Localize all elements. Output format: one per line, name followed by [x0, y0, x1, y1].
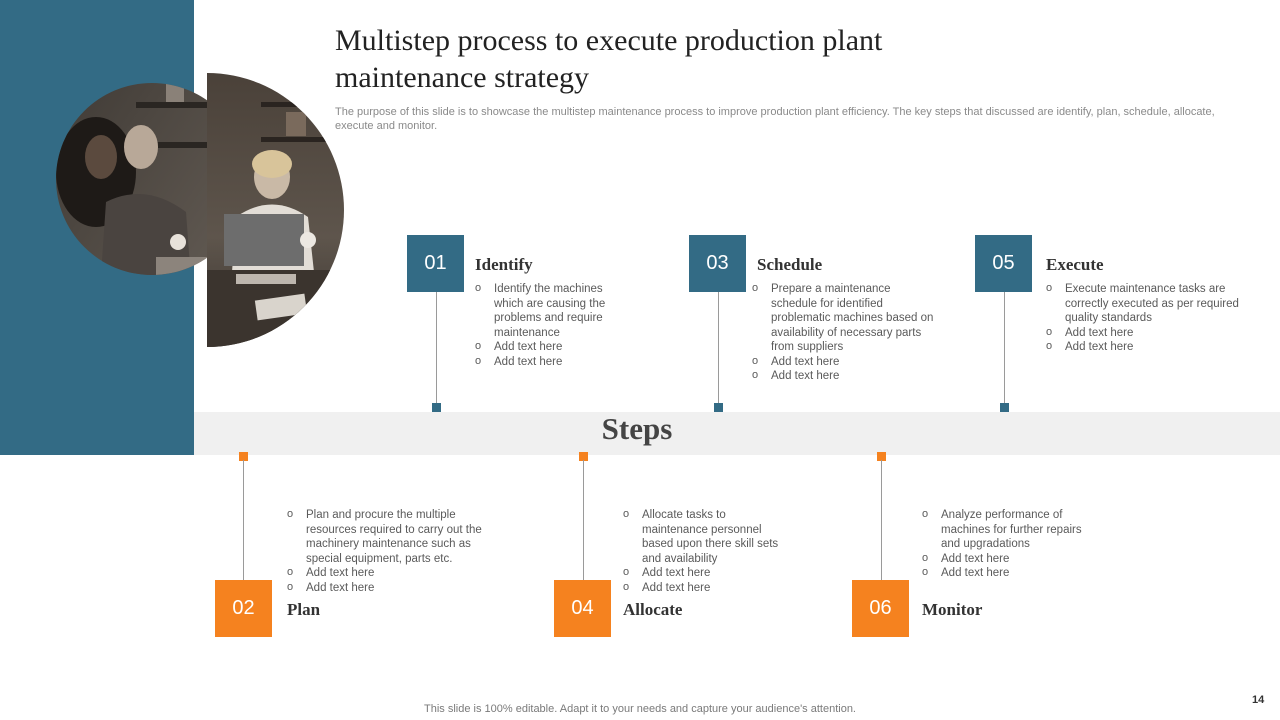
- step-title: Execute: [1046, 255, 1104, 274]
- connector-dot: [1000, 403, 1009, 412]
- step-number-badge: 05: [975, 235, 1032, 292]
- step-title: Allocate: [623, 600, 683, 619]
- bullet-item: Identify the machines which are causing …: [475, 281, 625, 340]
- page-title: Multistep process to execute production …: [335, 24, 883, 94]
- step-number-badge: 01: [407, 235, 464, 292]
- meeting-photo: [56, 42, 346, 348]
- connector-dot: [714, 403, 723, 412]
- step-number-badge: 03: [689, 235, 746, 292]
- bullet-item: Prepare a maintenance schedule for ident…: [752, 281, 937, 355]
- bullet-item: Add text here: [623, 565, 783, 581]
- step-number-badge: 06: [852, 580, 909, 637]
- bullet-item: Add text here: [287, 580, 492, 596]
- bullet-item: Add text here: [475, 354, 625, 370]
- connector-line: [436, 292, 437, 404]
- connector-dot: [239, 452, 248, 461]
- steps-label: Steps: [601, 411, 673, 446]
- step-title: Monitor: [922, 600, 983, 619]
- step-bullets: Analyze performance of machines for furt…: [922, 507, 1102, 581]
- bullet-item: Add text here: [475, 339, 625, 355]
- bullet-item: Add text here: [752, 368, 937, 384]
- bullet-item: Execute maintenance tasks are correctly …: [1046, 281, 1261, 326]
- steps-band: [194, 412, 1280, 455]
- footer-note: This slide is 100% editable. Adapt it to…: [424, 703, 856, 715]
- step-bullets: Plan and procure the multiple resources …: [287, 507, 492, 596]
- step-bullets: Identify the machines which are causing …: [475, 281, 625, 370]
- bullet-item: Add text here: [623, 580, 783, 596]
- connector-dot: [877, 452, 886, 461]
- page-subtitle: The purpose of this slide is to showcase…: [335, 106, 1215, 132]
- step-title: Plan: [287, 600, 321, 619]
- connector-line: [243, 460, 244, 580]
- bullet-item: Add text here: [1046, 325, 1261, 341]
- step-title: Identify: [475, 255, 533, 274]
- connector-line: [1004, 292, 1005, 404]
- bullet-item: Add text here: [287, 565, 492, 581]
- step-number-badge: 02: [215, 580, 272, 637]
- connector-line: [718, 292, 719, 404]
- step-bullets: Execute maintenance tasks are correctly …: [1046, 281, 1261, 355]
- step-number-badge: 04: [554, 580, 611, 637]
- bullet-item: Plan and procure the multiple resources …: [287, 507, 492, 566]
- bullet-item: Add text here: [1046, 339, 1261, 355]
- connector-line: [583, 460, 584, 580]
- bullet-item: Add text here: [922, 565, 1102, 581]
- connector-dot: [579, 452, 588, 461]
- page-number: 14: [1252, 694, 1265, 706]
- bullet-item: Allocate tasks to maintenance personnel …: [623, 507, 783, 566]
- bullet-item: Analyze performance of machines for furt…: [922, 507, 1102, 552]
- bullet-item: Add text here: [922, 551, 1102, 567]
- step-title: Schedule: [757, 255, 823, 274]
- bullet-item: Add text here: [752, 354, 937, 370]
- step-bullets: Allocate tasks to maintenance personnel …: [623, 507, 783, 596]
- connector-line: [881, 460, 882, 580]
- step-bullets: Prepare a maintenance schedule for ident…: [752, 281, 937, 384]
- connector-dot: [432, 403, 441, 412]
